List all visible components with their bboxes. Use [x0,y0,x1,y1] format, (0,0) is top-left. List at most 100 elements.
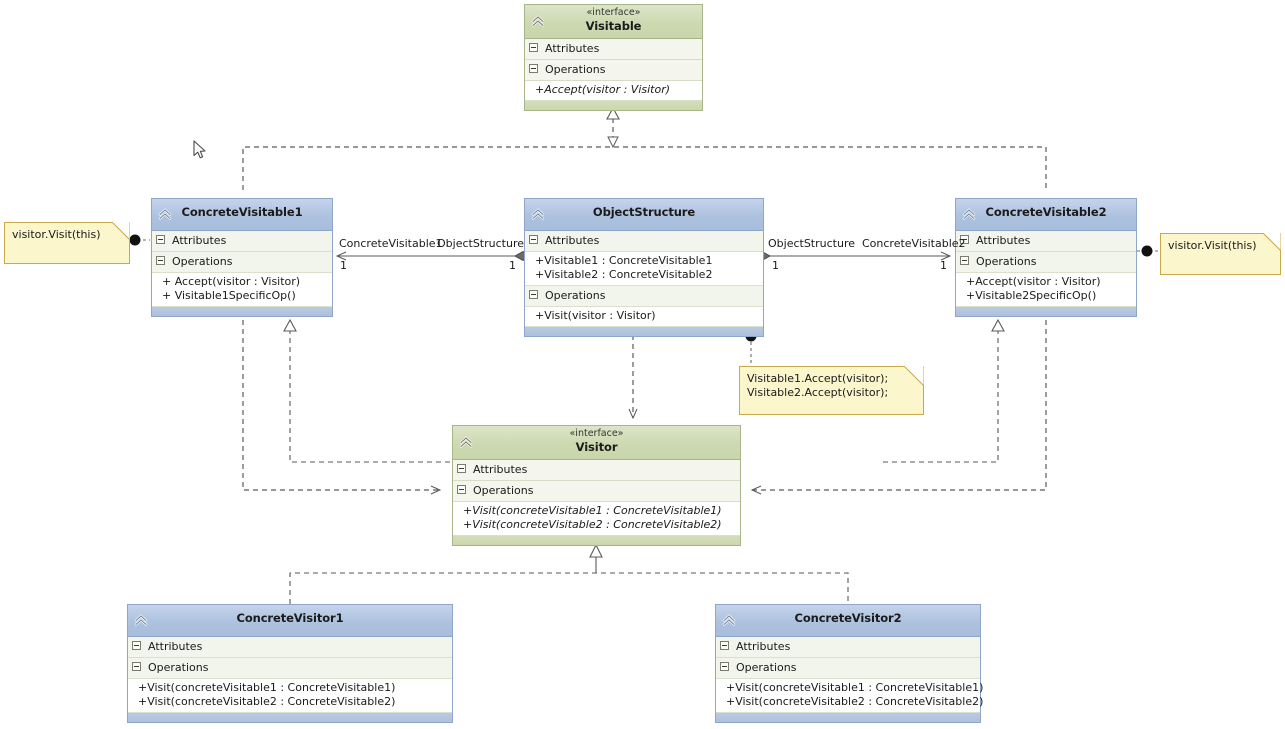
class-name: Visitor [575,440,618,454]
operations-list: +Visit(concreteVisitable1 : ConcreteVisi… [716,679,984,713]
operations-section-header[interactable]: Operations [525,60,702,81]
attributes-section-header[interactable]: Attributes [525,39,702,60]
realization-cv1 [283,318,460,463]
attributes-label: Attributes [148,640,203,653]
operations-list: +Visit(concreteVisitable1 : ConcreteVisi… [128,679,452,713]
operations-label: Operations [473,484,534,497]
class-footer [525,327,763,336]
chevron-up-icon [134,613,148,626]
collapse-icon[interactable] [720,662,729,671]
collapse-icon[interactable] [529,290,538,299]
operations-section-header[interactable]: Operations [128,658,452,679]
class-box-visitor[interactable]: «interface» Visitor Attributes Operation… [452,425,741,546]
assoc-left-target-role: ObjectStructure [437,237,524,250]
assoc-left-target-mult: 1 [509,259,516,272]
class-footer [525,101,702,110]
chevron-up-icon [722,613,736,626]
class-box-concrete-visitable1[interactable]: ConcreteVisitable1 Attributes Operations… [151,198,333,317]
class-box-object-structure[interactable]: ObjectStructure Attributes +Visitable1 :… [524,198,764,337]
collapse-icon[interactable] [960,235,969,244]
class-header-concrete-visitor1: ConcreteVisitor1 [128,605,452,637]
class-footer [152,307,332,316]
operations-list: +Accept(visitor : Visitor) +Visitable2Sp… [956,273,1136,307]
operation-item: +Accept(visitor : Visitor) [535,83,671,96]
attributes-section-header[interactable]: Attributes [453,460,740,481]
assoc-right-target-role: ConcreteVisitable2 [862,237,966,250]
operations-section-header[interactable]: Operations [152,252,332,273]
collapse-icon[interactable] [457,485,466,494]
operation-item: +Accept(visitor : Visitor) [966,275,1101,288]
attributes-section-header[interactable]: Attributes [525,231,763,252]
collapse-icon[interactable] [960,256,969,265]
mouse-cursor-icon [193,140,206,159]
collapse-icon[interactable] [156,235,165,244]
chevron-up-icon [962,207,976,220]
class-header-concrete-visitable1: ConcreteVisitable1 [152,199,332,231]
operations-label: Operations [736,661,797,674]
collapse-icon[interactable] [457,464,466,473]
class-header-object-structure: ObjectStructure [525,199,763,231]
class-name: ConcreteVisitor1 [236,611,344,625]
note-line: visitor.Visit(this) [12,228,101,241]
note-right-visitor-visit[interactable]: visitor.Visit(this) [1160,233,1281,275]
collapse-icon[interactable] [132,641,141,650]
operation-item: +Visitable2SpecificOp() [966,289,1097,302]
collapse-icon[interactable] [156,256,165,265]
collapse-icon[interactable] [529,64,538,73]
attributes-label: Attributes [473,463,528,476]
operations-list: +Visit(visitor : Visitor) [525,307,763,327]
operation-item: +Visit(concreteVisitable1 : ConcreteVisi… [463,504,722,517]
operation-item: +Visit(concreteVisitable1 : ConcreteVisi… [138,681,396,694]
assoc-right-source-mult: 1 [772,259,779,272]
class-header-concrete-visitor2: ConcreteVisitor2 [716,605,980,637]
class-name: Visitable [585,19,642,33]
assoc-right-target-mult: 1 [940,259,947,272]
note-line: Visitable1.Accept(visitor); [747,372,889,385]
operation-item: +Visit(concreteVisitable2 : ConcreteVisi… [463,518,722,531]
operations-section-header[interactable]: Operations [453,481,740,502]
collapse-icon[interactable] [529,43,538,52]
class-name: ObjectStructure [592,205,696,219]
operations-label: Operations [172,255,233,268]
class-box-concrete-visitable2[interactable]: ConcreteVisitable2 Attributes Operations… [955,198,1137,317]
attributes-section-header[interactable]: Attributes [128,637,452,658]
operations-label: Operations [545,289,606,302]
attributes-label: Attributes [736,640,791,653]
class-stereotype: «interface» [586,7,641,18]
class-footer [956,307,1136,316]
chevron-up-icon [459,435,473,448]
note-fold-icon [112,222,130,240]
attributes-section-header[interactable]: Attributes [716,637,980,658]
note-center-accept-calls[interactable]: Visitable1.Accept(visitor); Visitable2.A… [739,366,924,415]
collapse-icon[interactable] [529,235,538,244]
operation-item: +Visit(visitor : Visitor) [535,309,656,322]
class-footer [128,713,452,722]
note-line: Visitable2.Accept(visitor); [747,386,889,399]
attributes-section-header[interactable]: Attributes [956,231,1136,252]
note-left-visitor-visit[interactable]: visitor.Visit(this) [4,222,130,264]
class-stereotype: «interface» [569,428,624,439]
generalization-visitors [289,543,849,604]
operation-item: +Visit(concreteVisitable2 : ConcreteVisi… [138,695,396,708]
realization-visitable [242,118,1047,190]
operation-item: + Accept(visitor : Visitor) [162,275,301,288]
class-box-concrete-visitor1[interactable]: ConcreteVisitor1 Attributes Operations +… [127,604,453,723]
class-box-concrete-visitor2[interactable]: ConcreteVisitor2 Attributes Operations +… [715,604,984,723]
attributes-label: Attributes [172,234,227,247]
operations-list: +Visit(concreteVisitable1 : ConcreteVisi… [453,502,740,536]
collapse-icon[interactable] [132,662,141,671]
attributes-label: Attributes [545,42,600,55]
class-name: ConcreteVisitor2 [794,611,902,625]
attributes-section-header[interactable]: Attributes [152,231,332,252]
class-name: ConcreteVisitable1 [181,205,303,219]
operations-section-header[interactable]: Operations [716,658,980,679]
operations-section-header[interactable]: Operations [525,286,763,307]
dependency-cv1-visitor [242,320,442,495]
operations-section-header[interactable]: Operations [956,252,1136,273]
class-footer [716,713,980,722]
class-box-visitable[interactable]: «interface» Visitable Attributes Operati… [524,4,703,111]
operation-item: +Visit(concreteVisitable2 : ConcreteVisi… [726,695,984,708]
collapse-icon[interactable] [720,641,729,650]
note-anchor-right [1137,245,1162,257]
chevron-up-icon [531,14,545,27]
